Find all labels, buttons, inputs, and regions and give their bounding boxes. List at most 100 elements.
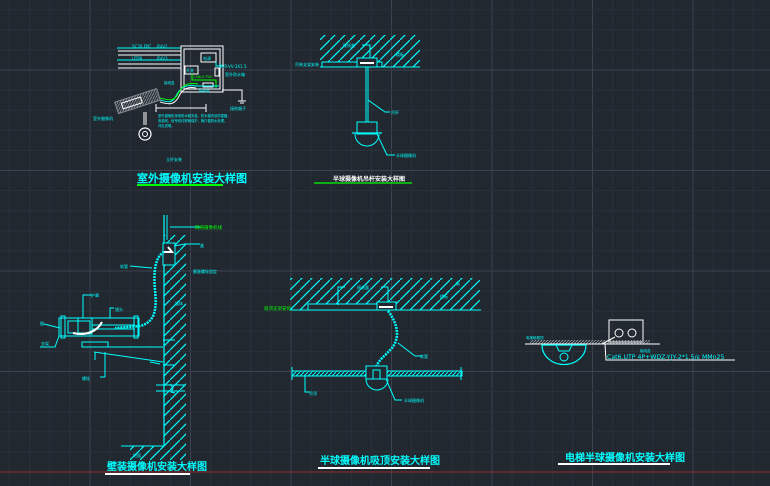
drawing-wall-mount[interactable]: 网络摄像机线 盒 膨胀螺栓固定 墙体 软管 护罩 镜头 摄 支架 xyxy=(40,215,222,475)
camera-cable-white xyxy=(159,87,197,105)
break-symbol xyxy=(156,383,185,394)
camera-cable-green xyxy=(159,83,199,101)
bracket-plate-2 xyxy=(307,303,389,311)
outdoor-box-inner xyxy=(183,48,221,90)
label-wall-bolt: 螺栓 xyxy=(82,375,90,381)
label-cable: BVR-VV-3X1.5 xyxy=(219,64,247,69)
drawing-elevator-dome[interactable]: 电梯轿厢顶 接线盒 Cat6.UTP 4P+WDZ-YJY-2*1.5/ε MM… xyxy=(525,319,735,465)
label-rod: 吊杆 xyxy=(391,109,399,115)
box-cable-out xyxy=(215,62,222,67)
dimension-line xyxy=(155,104,207,112)
label-pendant-left: 吊装支架安装 xyxy=(295,61,319,67)
label-pipe-top-b: RVV2 xyxy=(157,44,168,49)
leader-camera xyxy=(376,133,395,156)
label-ceiling-green: 吸顶支架安装 xyxy=(264,305,291,312)
leader-housing xyxy=(82,294,92,318)
drawing-pendant-dome[interactable]: 吊装支架安装 接线盒 楼板 吊杆 半球摄像机 半球摄像机吊杆安装大样图 xyxy=(295,35,420,184)
wall-camera-icon xyxy=(58,315,140,339)
label-wall: 墙体 xyxy=(175,300,183,306)
flexible-conduit xyxy=(114,250,165,330)
title-pendant: 半球摄像机吊杆安装大样图 xyxy=(333,175,405,183)
wall-hatch xyxy=(164,235,186,460)
wall-box xyxy=(162,242,176,266)
label-ceiling-conduit: 软管 xyxy=(420,353,428,359)
dome-mount xyxy=(356,121,378,135)
ground-wire xyxy=(222,89,243,101)
dome-inner xyxy=(555,344,573,352)
label-box-power: 电源 xyxy=(203,55,211,61)
label-box-switch: 开关 xyxy=(186,67,194,73)
outdoor-camera-icon xyxy=(114,87,161,115)
leader-top-3 xyxy=(381,286,389,302)
cable-underline xyxy=(604,343,735,361)
label-wall-green: 网络摄像机线 xyxy=(195,224,222,231)
title-ceiling: 半球摄像机吸顶安装大样图 xyxy=(320,454,440,467)
label-connector: 接线盒 xyxy=(164,80,175,85)
ground-icon xyxy=(238,100,246,104)
leader-cable xyxy=(601,336,616,345)
label-wall-conduit: 软管 xyxy=(120,263,128,269)
junction-fill-2 xyxy=(379,306,393,308)
label-green: CABLE PVC xyxy=(193,75,213,79)
label-wall-right: 膨胀螺栓固定 xyxy=(193,268,217,274)
box-lightning xyxy=(214,67,220,77)
drawing-outdoor-camera[interactable]: SC20 FPC RVV2 UTP6 RVV3 电源 开关 CABLE PVC … xyxy=(93,44,247,186)
leader-conduit-2 xyxy=(397,342,422,357)
elevator-roof-hatch xyxy=(530,340,650,344)
leader-top xyxy=(362,44,371,58)
label-bottom: 立杆安装 xyxy=(166,156,182,162)
label-wall-bracket: 支架 xyxy=(41,340,49,346)
label-ground: 接地端子 xyxy=(230,105,246,111)
leader-cam xyxy=(43,323,61,329)
box-power xyxy=(200,52,217,63)
note-line-3: 详见说明。 xyxy=(158,123,174,128)
leader-conduit xyxy=(129,265,153,269)
floor-hatch xyxy=(130,446,164,460)
leader-rod xyxy=(367,99,390,113)
label-pendant-top: 接线盒 xyxy=(343,42,355,48)
title-outdoor: 室外摄像机安装大样图 xyxy=(137,171,247,185)
camera-cable xyxy=(159,85,197,103)
wall-box-fill xyxy=(164,246,175,253)
label-outdoor-box: 室外防水箱 xyxy=(225,71,245,77)
leader-camera-2 xyxy=(385,378,402,401)
outdoor-box-outer xyxy=(180,45,224,93)
dome-icon xyxy=(354,133,380,147)
label-pipe-mid: UTP6 xyxy=(132,56,143,61)
label-camera: 室外摄像机 xyxy=(93,115,113,121)
label-ceiling-slab: 楼板 xyxy=(440,293,448,299)
label-wall-box: 盒 xyxy=(200,242,204,248)
bracket-arm xyxy=(81,339,175,378)
label-pipe-mid-b: RVV3 xyxy=(157,56,168,61)
dome-mount-2 xyxy=(365,365,388,380)
label-ceiling-top-right: 板 xyxy=(456,280,460,286)
junction-fill xyxy=(360,62,374,64)
label-ceiling-camera: 半球摄像机 xyxy=(404,397,424,403)
label-ceiling-ceiling: 吊顶 xyxy=(309,391,317,396)
bracket-plate xyxy=(321,61,383,68)
label-cable-spec: Cat6.UTP 4P+WDZ-YJY-2*1.5/ε MMn25 xyxy=(607,354,724,361)
flexible-conduit-2 xyxy=(374,310,399,369)
dome-core-2 xyxy=(372,369,381,380)
elevator-dome-icon xyxy=(541,344,587,366)
leader-top-2 xyxy=(337,286,345,305)
drawing-ceiling-dome[interactable]: 吸顶支架安装 接线盒 板 楼板 软管 吊顶 半球摄像机 半球摄像机吸顶安装大样图 xyxy=(264,278,481,469)
socket-circle-2 xyxy=(627,328,637,338)
mount-circle-inner xyxy=(142,131,148,137)
label-wall-lens: 镜头 xyxy=(115,306,123,312)
lens-circle xyxy=(559,352,569,362)
leader-bracket xyxy=(40,335,60,348)
leader-lens xyxy=(109,307,114,318)
label-terminal: 接线盒 xyxy=(199,88,210,93)
mount-circle xyxy=(138,127,152,141)
dome-icon-2 xyxy=(365,378,389,391)
title-wall: 壁装摄像机安装大样图 xyxy=(107,460,207,473)
label-pendant-camera: 半球摄像机 xyxy=(396,152,416,158)
green-wire xyxy=(191,74,217,88)
label-wall-housing: 护罩 xyxy=(91,292,99,298)
note-line-1: 室外摄像机采用防水箱安装，防水箱内设防雷器， xyxy=(158,113,231,118)
terminal xyxy=(202,82,214,88)
socket-circle-1 xyxy=(614,328,624,338)
leader-box xyxy=(173,243,200,247)
